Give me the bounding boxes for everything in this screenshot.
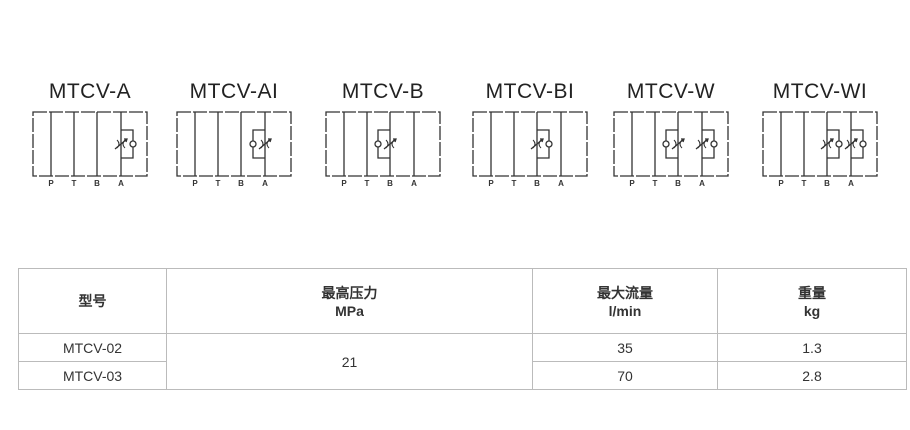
header-model: 型号	[18, 268, 167, 334]
port-label: A	[118, 179, 124, 188]
model-title: MTCV-BI	[485, 80, 575, 103]
check-throttle-valve	[662, 129, 685, 159]
port-label: A	[699, 179, 705, 188]
port-label: P	[341, 179, 347, 188]
model-title: MTCV-B	[341, 80, 425, 103]
valve-diagram: MTCV-WI P T B A	[750, 80, 890, 190]
port-label: T	[72, 179, 77, 188]
check-throttle-valve	[114, 129, 137, 159]
port-label: P	[48, 179, 54, 188]
port-label: T	[653, 179, 658, 188]
port-label: B	[94, 179, 100, 188]
model-cell: MTCV-03	[18, 361, 167, 390]
valve-diagram: MTCV-AI P T B A	[164, 80, 304, 190]
check-throttle-valve	[820, 129, 843, 159]
check-throttle-valve	[374, 129, 397, 159]
pressure-cell: 21	[166, 333, 533, 390]
port-label: B	[824, 179, 830, 188]
port-label: T	[216, 179, 221, 188]
valve-diagram: MTCV-W P T B A	[601, 80, 741, 190]
port-label: A	[558, 179, 564, 188]
port-label: B	[675, 179, 681, 188]
port-label: T	[802, 179, 807, 188]
valve-diagram: MTCV-BI P T B A	[460, 80, 600, 190]
port-label: T	[365, 179, 370, 188]
table-row: MTCV-02 21 35 1.3	[18, 333, 907, 390]
port-label: A	[848, 179, 854, 188]
flow-cell: 35	[532, 333, 718, 362]
model-cell: MTCV-02	[18, 333, 167, 362]
port-label: A	[262, 179, 268, 188]
valve-diagram: MTCV-B P T B A	[313, 80, 453, 190]
port-label: T	[512, 179, 517, 188]
weight-cell: 1.3	[717, 333, 907, 362]
check-throttle-valve	[844, 129, 867, 159]
port-label: B	[534, 179, 540, 188]
check-throttle-valve	[695, 129, 718, 159]
model-title: MTCV-WI	[772, 80, 868, 103]
port-label: P	[488, 179, 494, 188]
model-title: MTCV-AI	[189, 80, 279, 103]
port-label: P	[778, 179, 784, 188]
flow-cell: 70	[532, 361, 718, 390]
valve-diagram: MTCV-A P T B A	[20, 80, 160, 190]
table-row: MTCV-03 70 2.8	[18, 361, 907, 390]
port-label: B	[387, 179, 393, 188]
port-label: P	[629, 179, 635, 188]
model-title: MTCV-W	[626, 80, 716, 103]
weight-cell: 2.8	[717, 361, 907, 390]
port-label: B	[238, 179, 244, 188]
model-title: MTCV-A	[48, 80, 132, 103]
port-label: P	[192, 179, 198, 188]
port-label: A	[411, 179, 417, 188]
check-throttle-valve	[249, 129, 272, 159]
check-throttle-valve	[530, 129, 553, 159]
